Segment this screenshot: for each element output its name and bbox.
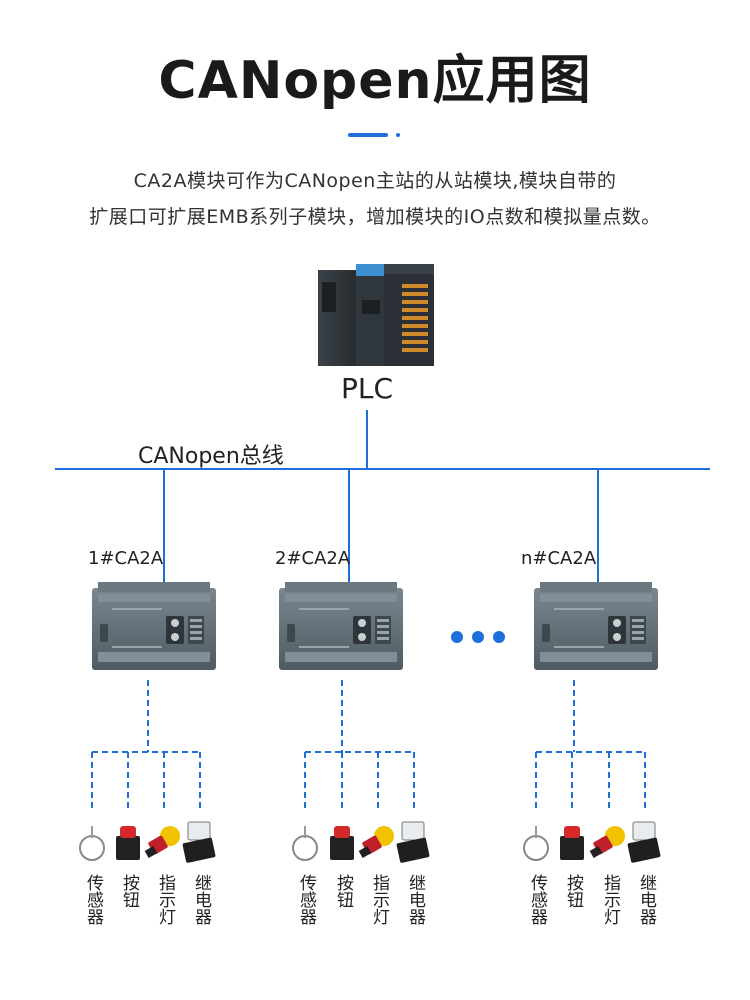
device-label: 按钮 [563, 874, 583, 908]
node-1-label: 1#CA2A [88, 548, 164, 569]
device-label: 继电器 [636, 874, 656, 925]
relay-icon [627, 821, 661, 863]
device-label: 指示灯 [155, 874, 175, 925]
description-line-2: 扩展口可扩展EMB系列子模块，增加模块的IO点数和模拟量点数。 [89, 206, 661, 228]
description-line-1: CA2A模块可作为CANopen主站的从站模块,模块自带的 [133, 170, 617, 192]
device-label: 按钮 [333, 874, 353, 908]
sensor-icon [79, 826, 105, 861]
push-button-icon [560, 826, 584, 860]
push-button-icon [116, 826, 140, 860]
device-label: 继电器 [191, 874, 211, 925]
relay-icon [182, 821, 216, 863]
node-2-label: 2#CA2A [275, 548, 351, 569]
device-label: 传感器 [527, 874, 547, 925]
plc-label: PLC [340, 372, 394, 405]
title-underline-dot [396, 133, 400, 137]
indicator-light-icon [144, 826, 180, 858]
indicator-light-icon [589, 826, 625, 858]
sensor-icon [292, 826, 318, 861]
plc-device-icon [318, 264, 434, 366]
indicator-light-icon [358, 826, 394, 858]
page-title: CANopen应用图 [158, 51, 592, 111]
bus-label: CANopen总线 [138, 444, 284, 469]
node-2-module [279, 582, 403, 670]
node-n-label: n#CA2A [521, 548, 597, 569]
push-button-icon [330, 826, 354, 860]
ellipsis-dots [451, 631, 505, 643]
relay-icon [396, 821, 430, 863]
title-underline [348, 133, 388, 137]
device-label: 指示灯 [369, 874, 389, 925]
node-n-module [534, 582, 658, 670]
device-label: 传感器 [83, 874, 103, 925]
device-label: 指示灯 [600, 874, 620, 925]
device-label: 按钮 [119, 874, 139, 908]
sensor-icon [523, 826, 549, 861]
device-label: 继电器 [405, 874, 425, 925]
device-label: 传感器 [296, 874, 316, 925]
node-1-module [92, 582, 216, 670]
